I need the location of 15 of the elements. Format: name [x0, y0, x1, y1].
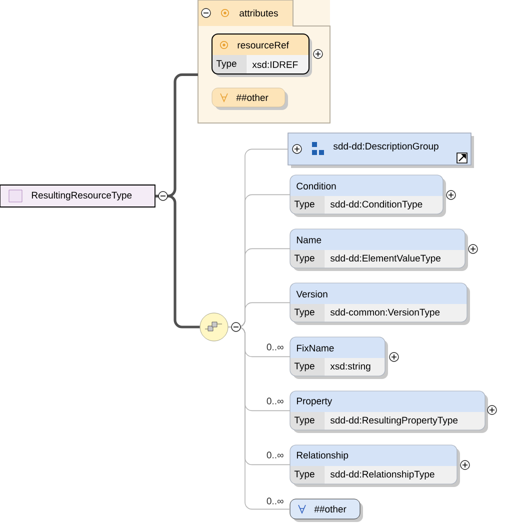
type-box: ResultingResourceType	[0, 184, 156, 208]
occurrence-label: 0..∞	[266, 344, 284, 350]
element-box: Condition Type sdd-dd:ConditionType	[290, 174, 446, 217]
occurrence-label: 0..∞	[266, 452, 284, 458]
sequence-symbol	[200, 312, 228, 342]
occurrence-label: 0..∞	[266, 398, 284, 404]
connector	[155, 194, 200, 328]
wildcard-box: ##other	[212, 88, 288, 110]
element-box: Name Type sdd-dd:ElementValueType	[290, 228, 468, 271]
element-box: Relationship Type sdd-dd:RelationshipType	[290, 444, 460, 487]
element-box: Property Type sdd-dd:ResultingPropertyType	[290, 390, 488, 433]
element-box: Version Type sdd-common:VersionType	[290, 282, 470, 325]
occurrence-label: 0..∞	[266, 498, 284, 504]
group-box: sdd-dd:DescriptionGroup	[288, 132, 474, 168]
element-box: resourceRef Type xsd:IDREF	[212, 34, 312, 77]
